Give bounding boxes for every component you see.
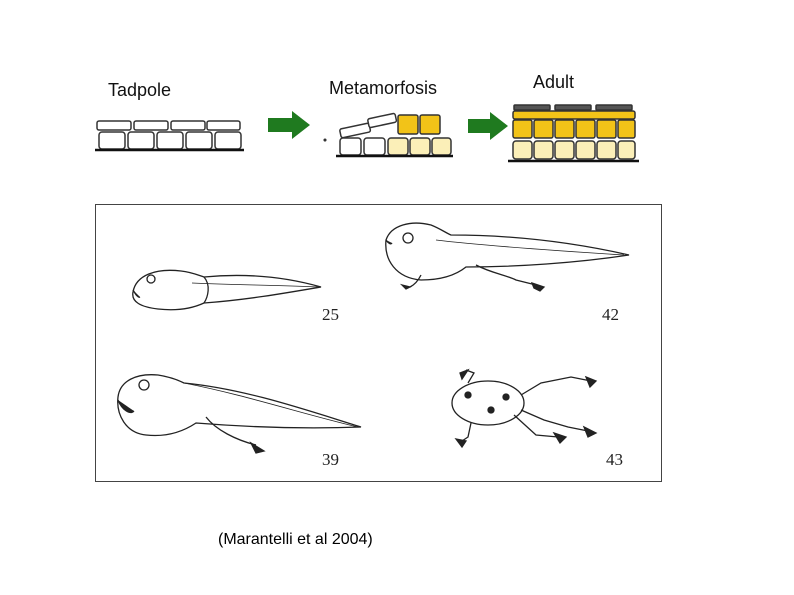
metamorfosis-epidermis bbox=[323, 112, 453, 158]
tadpole-stage-25 bbox=[132, 269, 322, 311]
arrow-right-icon bbox=[468, 112, 508, 140]
arrow-right-icon bbox=[268, 111, 310, 139]
adult-epidermis bbox=[508, 104, 639, 163]
stage-number: 42 bbox=[602, 305, 619, 324]
metamorfosis-label: Metamorfosis bbox=[329, 78, 438, 98]
citation: (Marantelli et al 2004) bbox=[218, 531, 373, 548]
froglet-stage-43 bbox=[451, 368, 598, 449]
stage-number: 43 bbox=[606, 450, 623, 469]
stage-number: 25 bbox=[322, 305, 339, 324]
adult-label: Adult bbox=[533, 72, 575, 92]
stages-panel: 25 42 39 43 bbox=[95, 204, 662, 482]
tadpole-label: Tadpole bbox=[108, 80, 172, 100]
tadpole-stage-42 bbox=[385, 222, 630, 292]
tadpole-epidermis bbox=[95, 120, 244, 152]
stage-number: 39 bbox=[322, 450, 339, 469]
tadpole-stage-39 bbox=[117, 374, 362, 454]
tadpole-stages-illustration bbox=[117, 222, 630, 454]
